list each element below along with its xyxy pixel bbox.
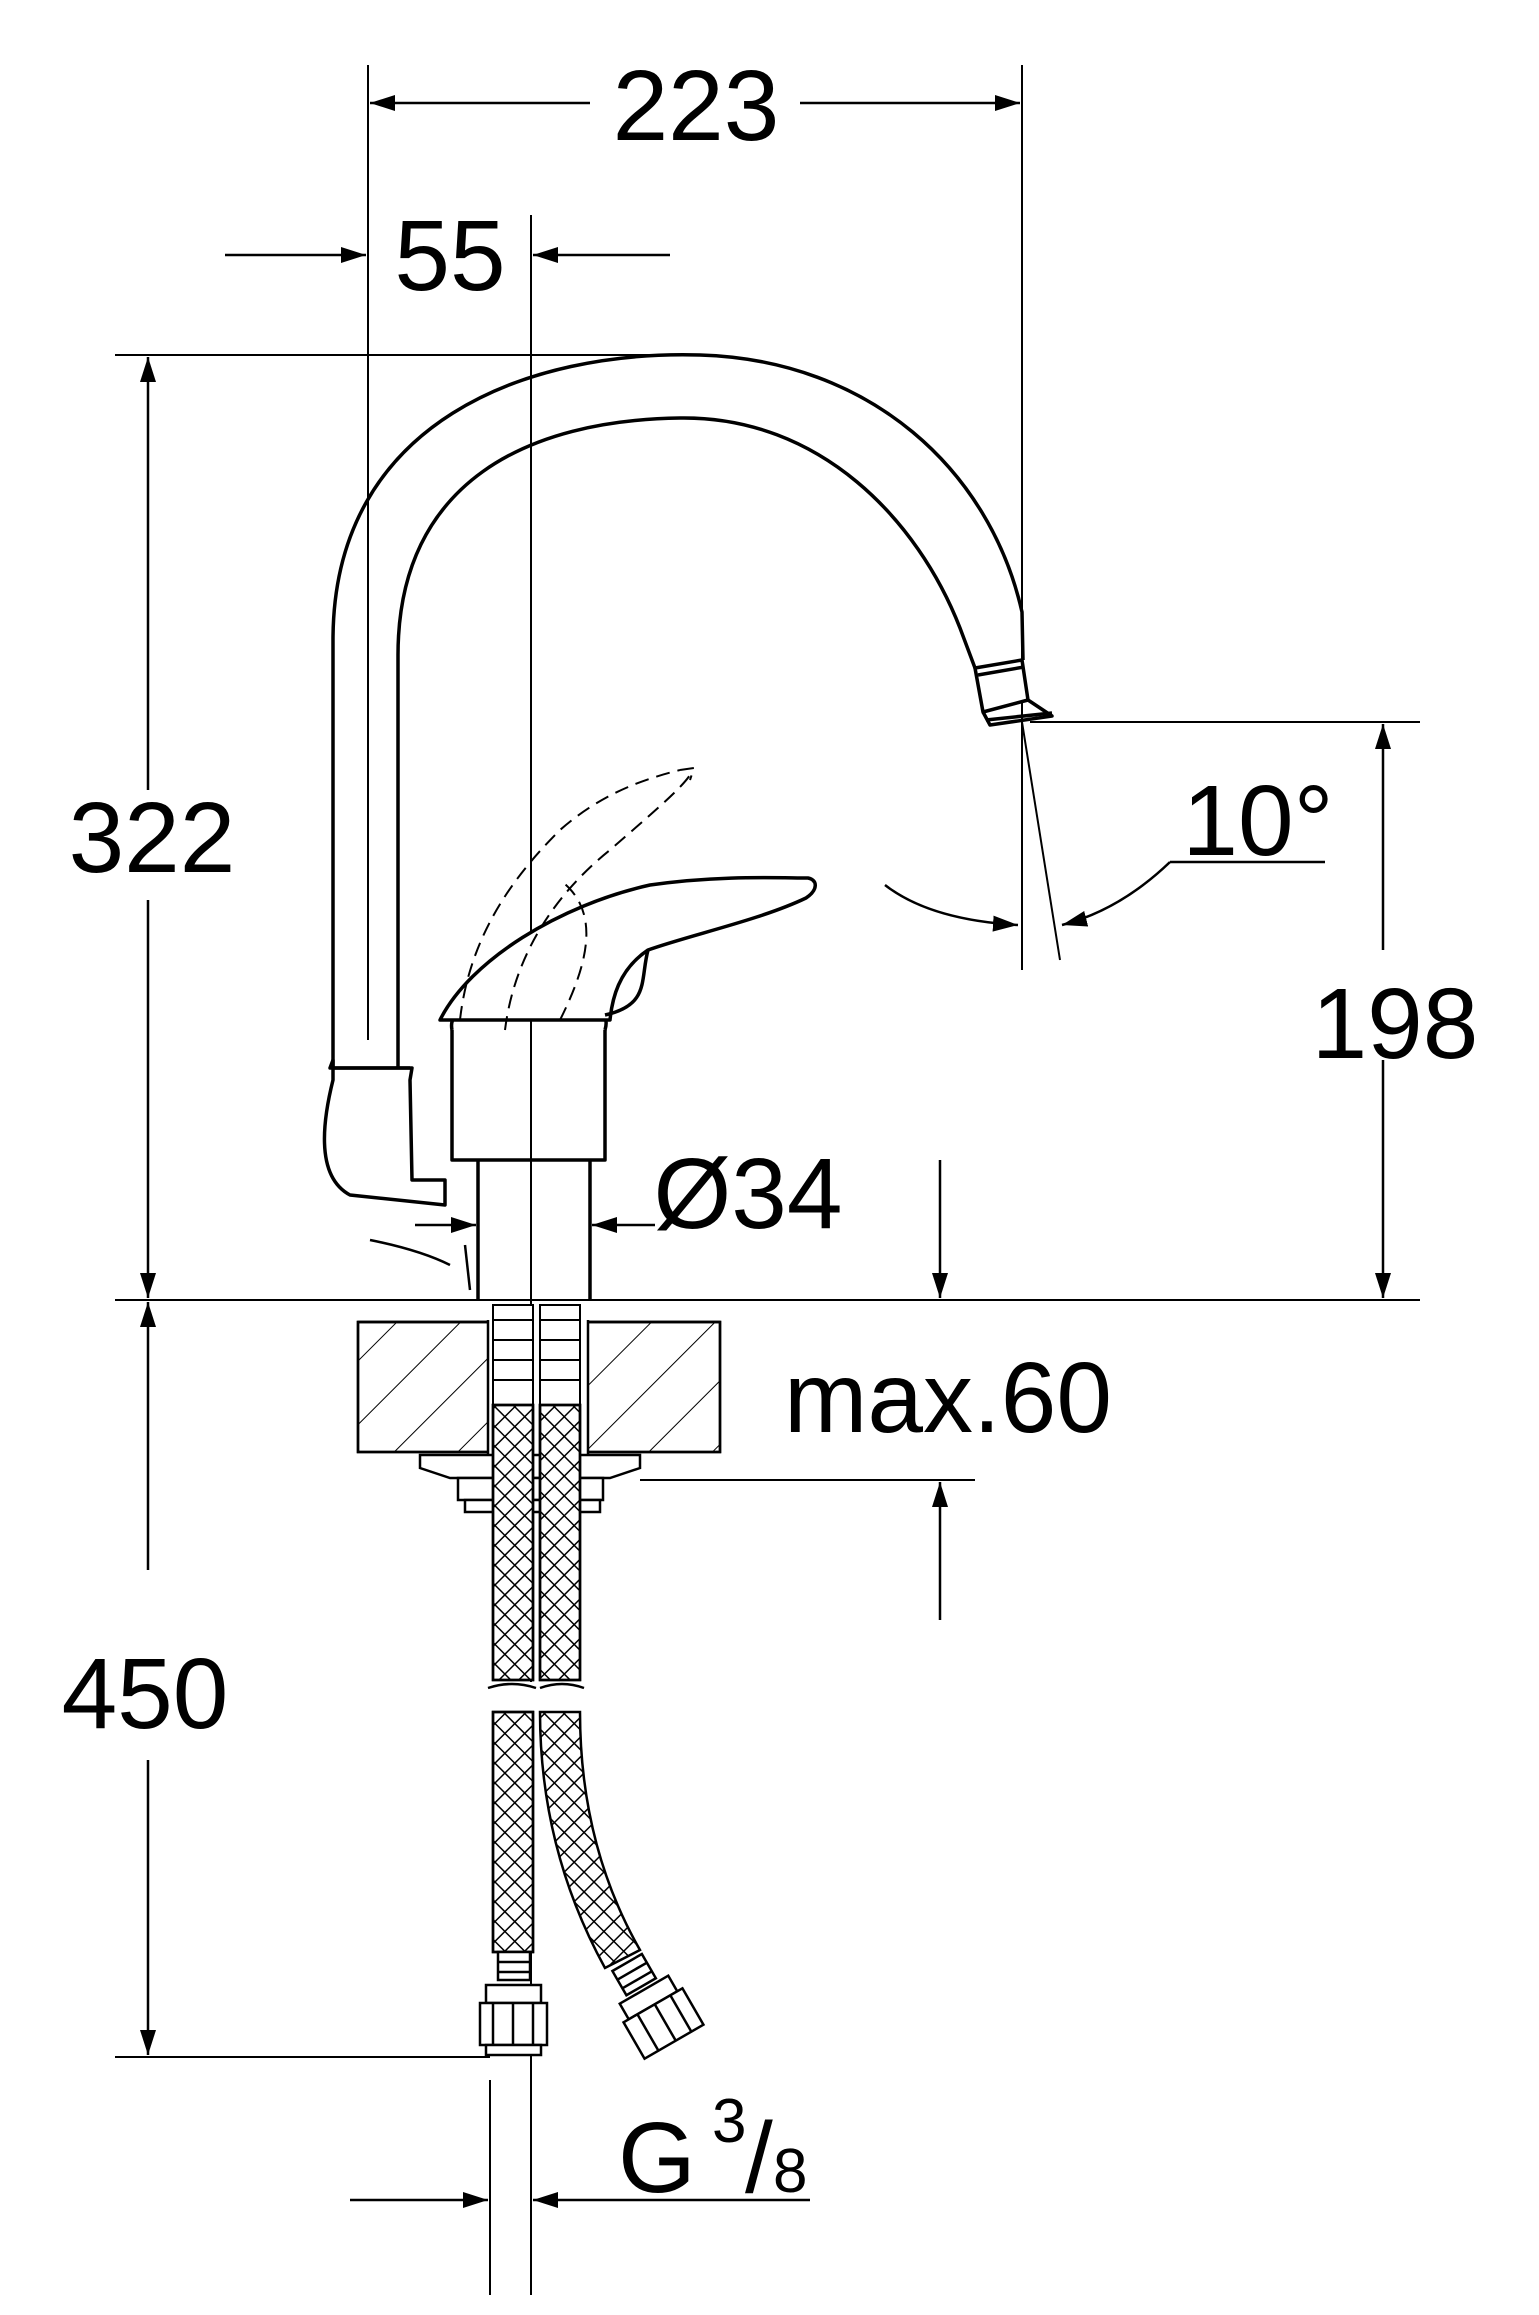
dim-overall-width: 223 xyxy=(613,50,780,162)
dim-spout-angle: 10° xyxy=(1182,765,1333,877)
thread-prefix: G xyxy=(618,2102,696,2214)
extension-lines xyxy=(115,65,1420,2295)
dim-hose-length: 450 xyxy=(62,1638,229,1750)
dim-thread-size: G 3 / 8 xyxy=(618,2087,807,2214)
dim-offset-axis: 55 xyxy=(394,200,505,312)
braided-hoses xyxy=(478,1403,706,2061)
faucet-body xyxy=(322,353,1061,1300)
dim-max-thickness: max.60 xyxy=(784,1342,1112,1454)
threaded-studs xyxy=(492,1304,581,1406)
dim-height: 322 xyxy=(69,782,236,894)
thread-numerator: 3 xyxy=(712,2087,746,2156)
thread-slash: / xyxy=(745,2102,773,2214)
dimension-lines xyxy=(140,95,1391,2208)
lever-alternate-position xyxy=(459,766,696,1031)
thread-denominator: 8 xyxy=(773,2137,807,2206)
dim-spout-height: 198 xyxy=(1312,968,1479,1080)
dim-diameter: Ø34 xyxy=(653,1138,842,1250)
